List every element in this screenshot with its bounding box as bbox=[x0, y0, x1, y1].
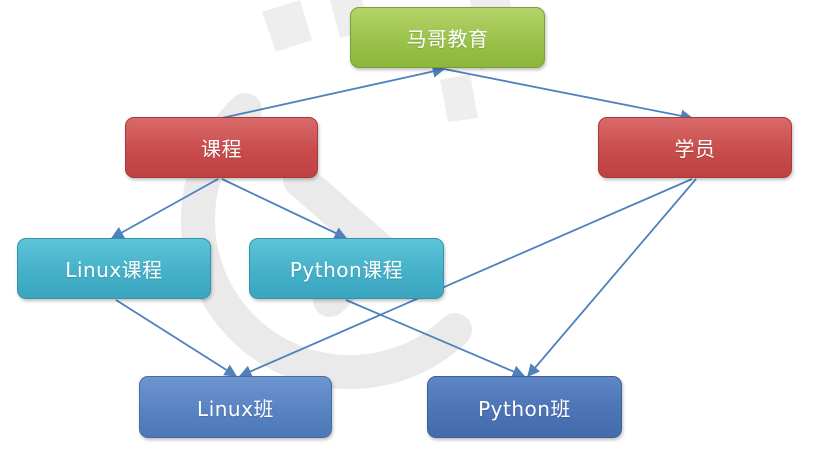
node-student: 学员 bbox=[598, 117, 792, 178]
node-label: 课程 bbox=[201, 137, 242, 161]
node-course: 课程 bbox=[125, 117, 318, 178]
edge-course-to-python-course bbox=[221, 178, 348, 239]
node-label: Python课程 bbox=[289, 258, 404, 282]
node-python-class: Python班 bbox=[427, 376, 622, 438]
node-mage-education: 马哥教育 bbox=[350, 7, 545, 68]
edge-python-course-to-python-class bbox=[345, 299, 526, 378]
node-linux-class: Linux班 bbox=[139, 376, 332, 438]
edge-course-to-linux-course bbox=[110, 178, 219, 239]
node-label: Linux课程 bbox=[65, 258, 163, 282]
node-label: 马哥教育 bbox=[406, 27, 489, 51]
node-label: 学员 bbox=[674, 137, 716, 161]
node-label: Linux班 bbox=[197, 396, 274, 421]
edge-course-to-root bbox=[221, 65, 446, 119]
node-linux-course: Linux课程 bbox=[17, 238, 211, 299]
node-python-course: Python课程 bbox=[249, 238, 444, 299]
edge-linux-course-to-linux-class bbox=[115, 299, 238, 377]
edge-student-to-python-class bbox=[527, 178, 697, 377]
node-label: Python班 bbox=[478, 396, 571, 421]
edge-root-to-student bbox=[443, 68, 694, 122]
edge-student-to-linux-class bbox=[238, 178, 693, 378]
